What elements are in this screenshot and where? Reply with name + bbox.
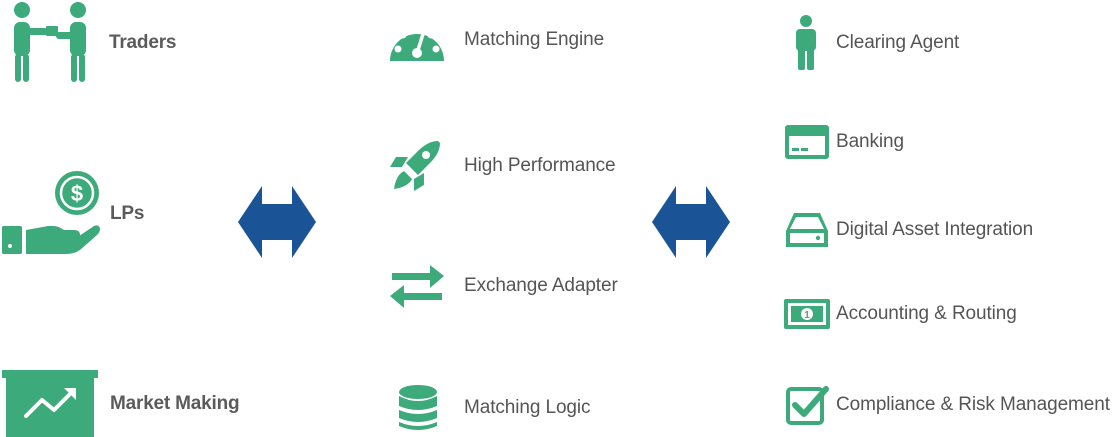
service-label: Banking: [836, 131, 904, 152]
service-label: Digital Asset Integration: [836, 219, 1034, 240]
traders-icon: [4, 0, 100, 86]
participant-market-making: Market Making: [2, 370, 240, 437]
core-matching-engine: Matching Engine: [388, 12, 604, 68]
core-label: Matching Logic: [464, 397, 591, 418]
participant-traders: Traders: [4, 0, 176, 86]
svg-text:$: $: [71, 181, 83, 206]
exchange-arrows-icon: [388, 263, 446, 309]
core-high-performance: High Performance: [388, 136, 616, 196]
rocket-icon: [388, 137, 446, 195]
person-icon: [784, 14, 830, 72]
participant-lps: $ LPs: [2, 168, 144, 260]
service-compliance-risk: Compliance & Risk Management: [784, 382, 1110, 428]
database-icon: [388, 384, 446, 432]
participant-label: Traders: [109, 32, 177, 53]
core-exchange-adapter: Exchange Adapter: [388, 262, 618, 310]
core-label: High Performance: [464, 155, 616, 176]
service-label: Accounting & Routing: [836, 303, 1017, 324]
service-label: Clearing Agent: [836, 32, 960, 53]
participant-label: LPs: [110, 203, 145, 224]
service-clearing-agent: Clearing Agent: [784, 14, 959, 72]
banknote-icon: 1: [784, 298, 830, 330]
core-label: Exchange Adapter: [464, 275, 618, 296]
participant-label: Market Making: [110, 392, 240, 414]
checkbox-icon: [784, 383, 830, 427]
svg-text:1: 1: [804, 310, 810, 321]
service-label: Compliance & Risk Management: [836, 394, 1110, 415]
speedometer-icon: [388, 15, 446, 65]
core-matching-logic: Matching Logic: [388, 384, 591, 432]
service-digital-asset-integration: Digital Asset Integration: [784, 210, 1033, 250]
lp-money-hand-icon: $: [2, 168, 102, 260]
service-accounting-routing: 1 Accounting & Routing: [784, 296, 1017, 332]
core-label: Matching Engine: [464, 29, 605, 50]
right-bidirectional-arrow-icon: [652, 186, 730, 258]
service-banking: Banking: [784, 122, 904, 162]
credit-card-icon: [784, 124, 830, 160]
market-making-chart-icon: [2, 370, 98, 437]
left-bidirectional-arrow-icon: [238, 186, 316, 258]
hard-drive-icon: [784, 211, 830, 249]
